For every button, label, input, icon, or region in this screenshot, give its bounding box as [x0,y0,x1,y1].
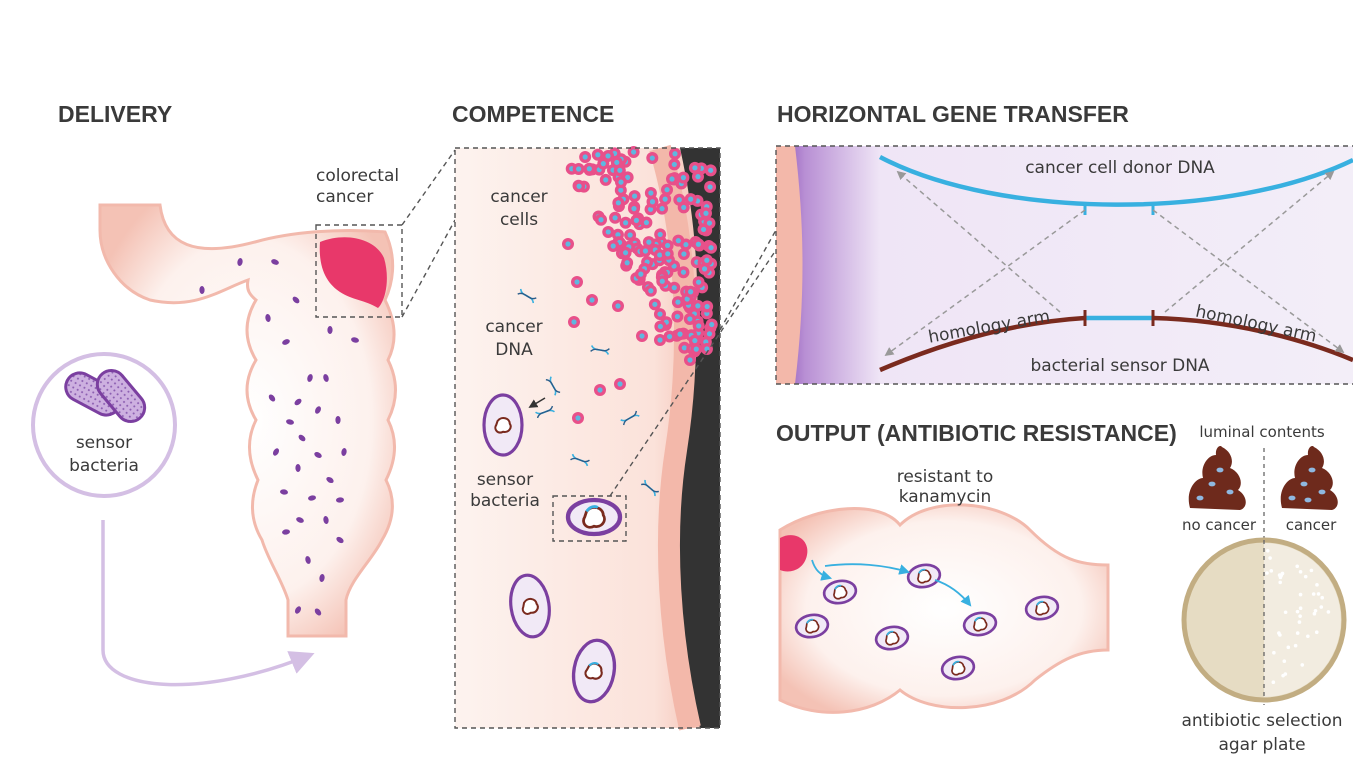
resistant-label-1: resistant to [897,467,994,487]
donor-dna-label: cancer cell donor DNA [1025,158,1215,178]
uptake-arrow [528,397,546,408]
sensor-dna-label: bacterial sensor DNA [1030,356,1209,376]
no-cancer-label: no cancer [1182,516,1257,534]
delivery-heading: DELIVERY [58,101,172,127]
cancer-dna-label-2: DNA [495,340,533,360]
crossover-arrows [884,170,1345,357]
stool-no-cancer [1188,445,1246,510]
stool-bacteria-dots [1196,467,1326,503]
colon-illustration [98,203,397,638]
cancer-label: cancer [316,187,373,207]
donor-dna-strand [878,155,1353,207]
cancer-dna-label-1: cancer [485,317,542,337]
hgt-heading: HORIZONTAL GENE TRANSFER [777,101,1129,127]
colorectal-tumor [319,237,387,308]
hgt-background [776,146,1353,384]
sensor-dna-right [1152,315,1353,363]
tumor-zoom-box [315,224,403,318]
output-tumor [780,535,808,572]
cancer-cells-label-2: cells [500,210,538,230]
luminal-contents-label: luminal contents [1199,423,1325,441]
zoom-line-hgt-2 [719,229,777,331]
cancer-cell-cluster [562,146,718,424]
resistant-label-2: kanamycin [899,487,992,507]
resistant-colonies [1265,548,1331,685]
colorectal-label: colorectal [316,166,399,186]
hgt-membrane [776,146,803,384]
cancer-cells-label-1: cancer [490,187,547,207]
output-colon [778,503,1110,714]
output-heading: OUTPUT (ANTIBIOTIC RESISTANCE) [776,420,1177,446]
zoom-line-bottom [401,219,456,318]
competence-frame [454,147,721,729]
sensor-bacteria-label-2: bacteria [470,491,540,511]
cancer-sample-label: cancer [1286,516,1337,534]
zoom-line-top [401,149,456,226]
sensor-dna-left [879,315,1086,373]
colon-bacteria-dots [199,258,359,616]
spread-arrows [811,559,972,607]
sensor-bacteria-icon [64,369,147,423]
bacterium-zoom-box [552,495,627,542]
output-bacteria [794,563,1060,681]
delivery-arrow [101,520,315,687]
agar-plate-cancer-half [1264,543,1341,697]
sensor-label: sensor [76,433,132,453]
zoom-line-hgt-1 [609,249,777,497]
bacteria-label: bacteria [69,456,139,476]
plate-label-2: agar plate [1218,735,1305,755]
competence-heading: COMPETENCE [452,101,614,127]
competent-bacteria [482,393,623,704]
plate-label-1: antibiotic selection [1181,711,1342,731]
sensor-bacteria-label-1: sensor [477,470,533,490]
